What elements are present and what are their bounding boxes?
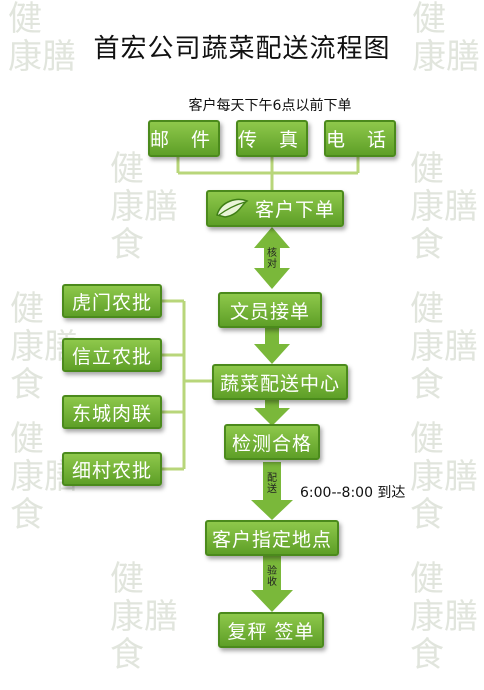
order-deadline-note: 客户每天下午6点以前下单 [188, 98, 352, 114]
arrow-inspect [251, 556, 293, 612]
channel-bracket [176, 157, 360, 190]
arrow-center-to-test [254, 400, 290, 426]
channel-phone: 电 话 [324, 120, 396, 157]
watermark-text: 健康膳食 [410, 289, 478, 405]
arrow-receive-to-center [254, 328, 290, 364]
supplier-dongcheng: 东城肉联 [62, 395, 162, 429]
channel-email: 邮 件 [148, 120, 220, 157]
delivery-time-note: 6:00--8:00 到达 [300, 485, 406, 501]
step-quality-test: 检测合格 [224, 424, 320, 460]
arrow-label-inspect: 验收 [267, 566, 277, 588]
page-title: 首宏公司蔬菜配送流程图 [93, 34, 391, 64]
supplier-xicun: 细村农批 [62, 452, 162, 486]
step-weigh-sign: 复秤 签单 [218, 612, 324, 648]
supplier-xinli: 信立农批 [62, 338, 162, 372]
supplier-humen: 虎门农批 [62, 284, 162, 318]
supplier-bracket [162, 299, 212, 471]
watermark-text: 健康膳 [412, 0, 480, 77]
channel-fax: 传 真 [236, 120, 308, 157]
step-customer-order-label: 客户下单 [254, 199, 335, 221]
watermark-text: 健康膳食 [410, 149, 478, 265]
step-receive-order: 文员接单 [218, 292, 322, 328]
watermark-text: 健康膳食 [110, 559, 178, 675]
double-arrow-verify [254, 227, 290, 289]
step-distribution-center: 蔬菜配送中心 [212, 364, 348, 400]
watermark-text: 健康膳食 [410, 419, 478, 535]
arrow-label-deliver: 配送 [267, 473, 277, 495]
arrow-deliver [251, 462, 293, 520]
step-customer-order: 客户下单 [206, 190, 344, 227]
watermark-text: 健康膳食 [110, 149, 178, 265]
watermark-text: 健康膳 [8, 0, 76, 77]
arrow-label-verify: 核对 [267, 248, 277, 270]
vegetable-leaf-icon [216, 198, 249, 218]
watermark-text: 健康膳食 [410, 559, 478, 675]
step-customer-location: 客户指定地点 [205, 520, 339, 556]
